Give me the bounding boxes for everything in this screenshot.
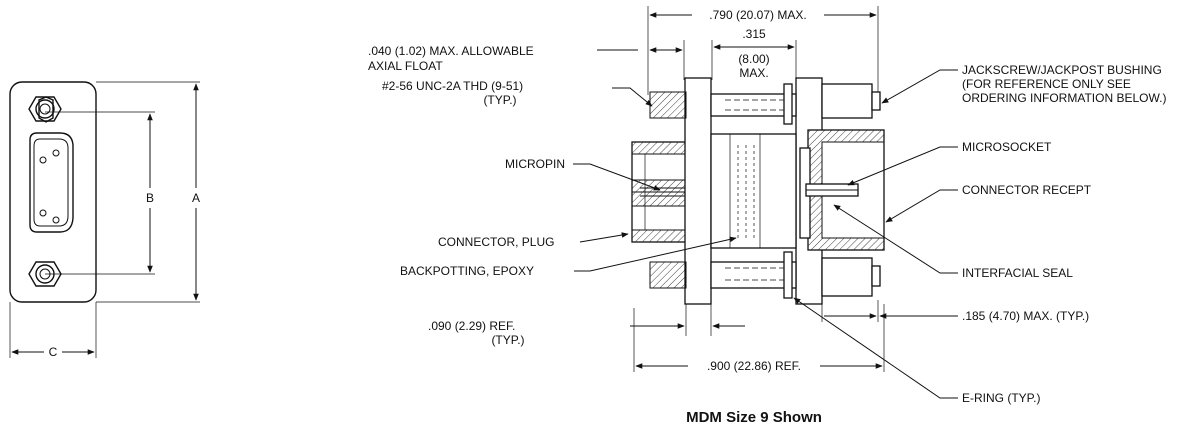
- connector-plug-label: CONNECTOR, PLUG: [438, 235, 554, 249]
- side-view: .790 (20.07) MAX. .040 (1.02) MAX. ALLOW…: [368, 6, 1166, 426]
- jackscrew-line1: JACKSCREW/JACKPOST BUSHING: [962, 63, 1162, 77]
- backpotting-label: BACKPOTTING, EPOXY: [400, 264, 534, 278]
- dim-315-line2: (8.00): [738, 52, 769, 66]
- jackscrew-line3: ORDERING INFORMATION BELOW.): [962, 91, 1166, 105]
- thread-line2: (TYP.): [483, 93, 516, 107]
- dim-185-label: .185 (4.70) MAX. (TYP.): [962, 309, 1089, 323]
- dim-overall-label: .790 (20.07) MAX.: [709, 8, 806, 22]
- top-hex-nut-icon: [28, 96, 62, 123]
- jackscrew-line2: (FOR REFERENCE ONLY SEE: [962, 77, 1131, 91]
- contact-4: [52, 216, 60, 224]
- dim-c-label: C: [49, 345, 58, 359]
- axial-float-line1: .040 (1.02) MAX. ALLOWABLE: [368, 44, 534, 58]
- dim-900-label: .900 (22.86) REF.: [707, 359, 801, 373]
- dim-090-line2: (TYP.): [491, 333, 524, 347]
- lower-thread: [649, 261, 687, 289]
- lower-bushing: [821, 257, 873, 297]
- upper-bushing: [821, 83, 873, 119]
- contact-1: [39, 156, 47, 164]
- contact-2: [52, 149, 60, 157]
- d-shell-insert: [29, 132, 74, 233]
- plug-flange: [684, 77, 712, 305]
- upper-thread: [649, 91, 687, 119]
- front-shell: [9, 81, 97, 303]
- dim-b-label: B: [146, 191, 154, 205]
- backpotting-epoxy: [710, 133, 797, 249]
- dim-a-label: A: [192, 191, 200, 205]
- thread-line1: #2-56 UNC-2A THD (9-51): [382, 79, 523, 93]
- connector-recept-label: CONNECTOR RECEPT: [962, 183, 1092, 197]
- microsocket-contact: [805, 183, 859, 197]
- lower-e-ring: [783, 251, 793, 299]
- front-view: A B C: [9, 81, 200, 359]
- interfacial-seal-label: INTERFACIAL SEAL: [962, 266, 1073, 280]
- upper-e-ring: [783, 83, 793, 125]
- axial-float-line2: AXIAL FLOAT: [368, 59, 443, 73]
- e-ring-label: E-RING (TYP.): [962, 391, 1040, 405]
- dim-315-line1: .315: [742, 27, 766, 41]
- microsocket-label: MICROSOCKET: [962, 140, 1052, 154]
- micropin-label: MICROPIN: [505, 157, 565, 171]
- contact-3: [39, 209, 47, 217]
- lower-jackscrew: [649, 251, 881, 299]
- dim-315-line3: MAX.: [739, 66, 768, 80]
- upper-jackscrew: [649, 83, 881, 125]
- dim-090-line1: .090 (2.29) REF.: [428, 319, 515, 333]
- figure-caption: MDM Size 9 Shown: [686, 409, 822, 426]
